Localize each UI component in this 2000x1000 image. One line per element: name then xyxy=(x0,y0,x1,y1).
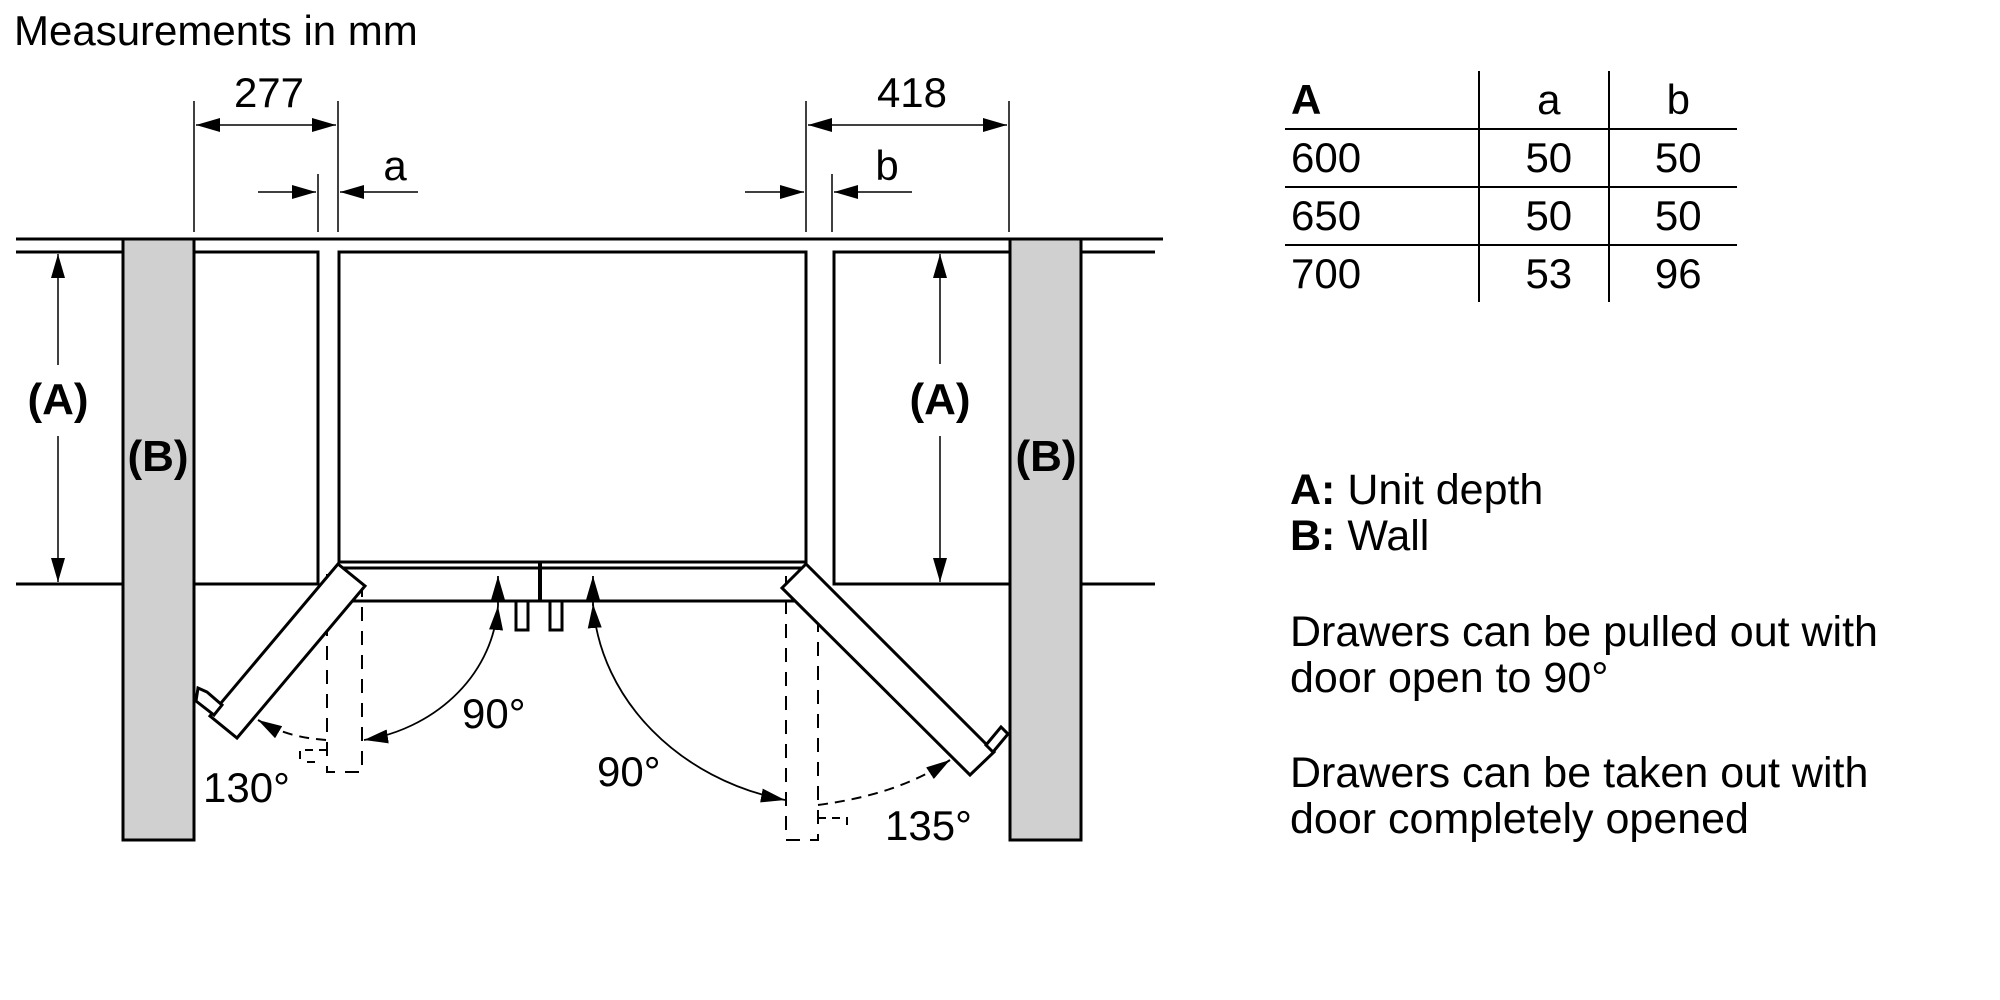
dim-b-label: b xyxy=(875,142,898,189)
table-header-row: A a b xyxy=(1285,71,1737,130)
drawer-front xyxy=(337,566,808,603)
right-door-90-outline xyxy=(785,576,819,841)
legend-key-a: A: xyxy=(1290,466,1336,514)
angle-label-left-90: 90° xyxy=(462,690,526,737)
note-drawers-taken-out: Drawers can be taken out with door compl… xyxy=(1290,750,1990,842)
table-header-a: a xyxy=(1478,71,1609,130)
dim-a-label: a xyxy=(383,142,407,189)
table-row: 650 50 50 xyxy=(1285,187,1737,246)
note-drawers-pulled-out: Drawers can be pulled out with door open… xyxy=(1290,609,1990,701)
table-header-b: b xyxy=(1607,71,1737,130)
note-line: door completely opened xyxy=(1290,795,1749,843)
legend-item-b: B: Wall xyxy=(1290,514,1429,559)
wall-label-left: (B) xyxy=(127,432,188,481)
note-line: Drawers can be pulled out with xyxy=(1290,608,1878,656)
wall-label-right: (B) xyxy=(1015,432,1076,481)
legend-value-a: Unit depth xyxy=(1347,466,1544,514)
table-cell-b: 50 xyxy=(1607,129,1737,188)
table-cell-depth: 700 xyxy=(1291,250,1362,297)
table-cell-a: 53 xyxy=(1478,245,1609,302)
note-line: door open to 90° xyxy=(1290,654,1609,702)
angle-label-right-90: 90° xyxy=(597,748,661,795)
cabinet-right xyxy=(832,250,1010,586)
legend-value-b: Wall xyxy=(1347,512,1430,560)
table-cell-b: 50 xyxy=(1607,187,1737,246)
table-cell-a: 50 xyxy=(1478,187,1609,246)
left-door-open xyxy=(194,561,368,741)
angle-label-right-135: 135° xyxy=(885,802,972,849)
left-90-arc xyxy=(363,605,504,744)
table-cell-depth: 600 xyxy=(1285,129,1480,188)
left-door-90-handle xyxy=(299,749,327,763)
cabinet-left xyxy=(194,250,320,586)
table-cell-depth: 650 xyxy=(1285,187,1480,246)
depth-label-left: (A) xyxy=(27,375,88,424)
table-row: 600 50 50 xyxy=(1285,129,1737,188)
legend-key-b: B: xyxy=(1290,512,1336,560)
depth-label-right: (A) xyxy=(909,375,970,424)
table-row: 700 53 96 xyxy=(1285,245,1737,302)
right-90-arc xyxy=(587,603,786,803)
dim-277-label: 277 xyxy=(234,69,304,116)
clearance-table: A a b 600 50 50 650 50 50 700 53 96 xyxy=(1285,71,1737,302)
wall-left xyxy=(121,237,196,842)
right-135-arc xyxy=(817,759,951,806)
legend-item-a: A: Unit depth xyxy=(1290,468,1543,513)
table-cell-b: 96 xyxy=(1607,245,1737,302)
fridge-body xyxy=(337,250,808,564)
note-line: Drawers can be taken out with xyxy=(1290,749,1869,797)
table-header-depth: A xyxy=(1285,71,1480,130)
right-door-90-handle xyxy=(818,817,848,830)
dim-418-label: 418 xyxy=(877,69,947,116)
drawer-handle-left xyxy=(514,599,530,632)
left-130-arc xyxy=(257,719,327,741)
right-door-open xyxy=(779,561,1011,778)
table-cell-a: 50 xyxy=(1478,129,1609,188)
diagram-title: Measurements in mm xyxy=(14,7,418,54)
left-door-90-outline xyxy=(326,574,363,773)
drawer-handle-right xyxy=(548,599,564,632)
angle-label-left-130: 130° xyxy=(203,764,290,811)
wall-right xyxy=(1008,237,1083,842)
